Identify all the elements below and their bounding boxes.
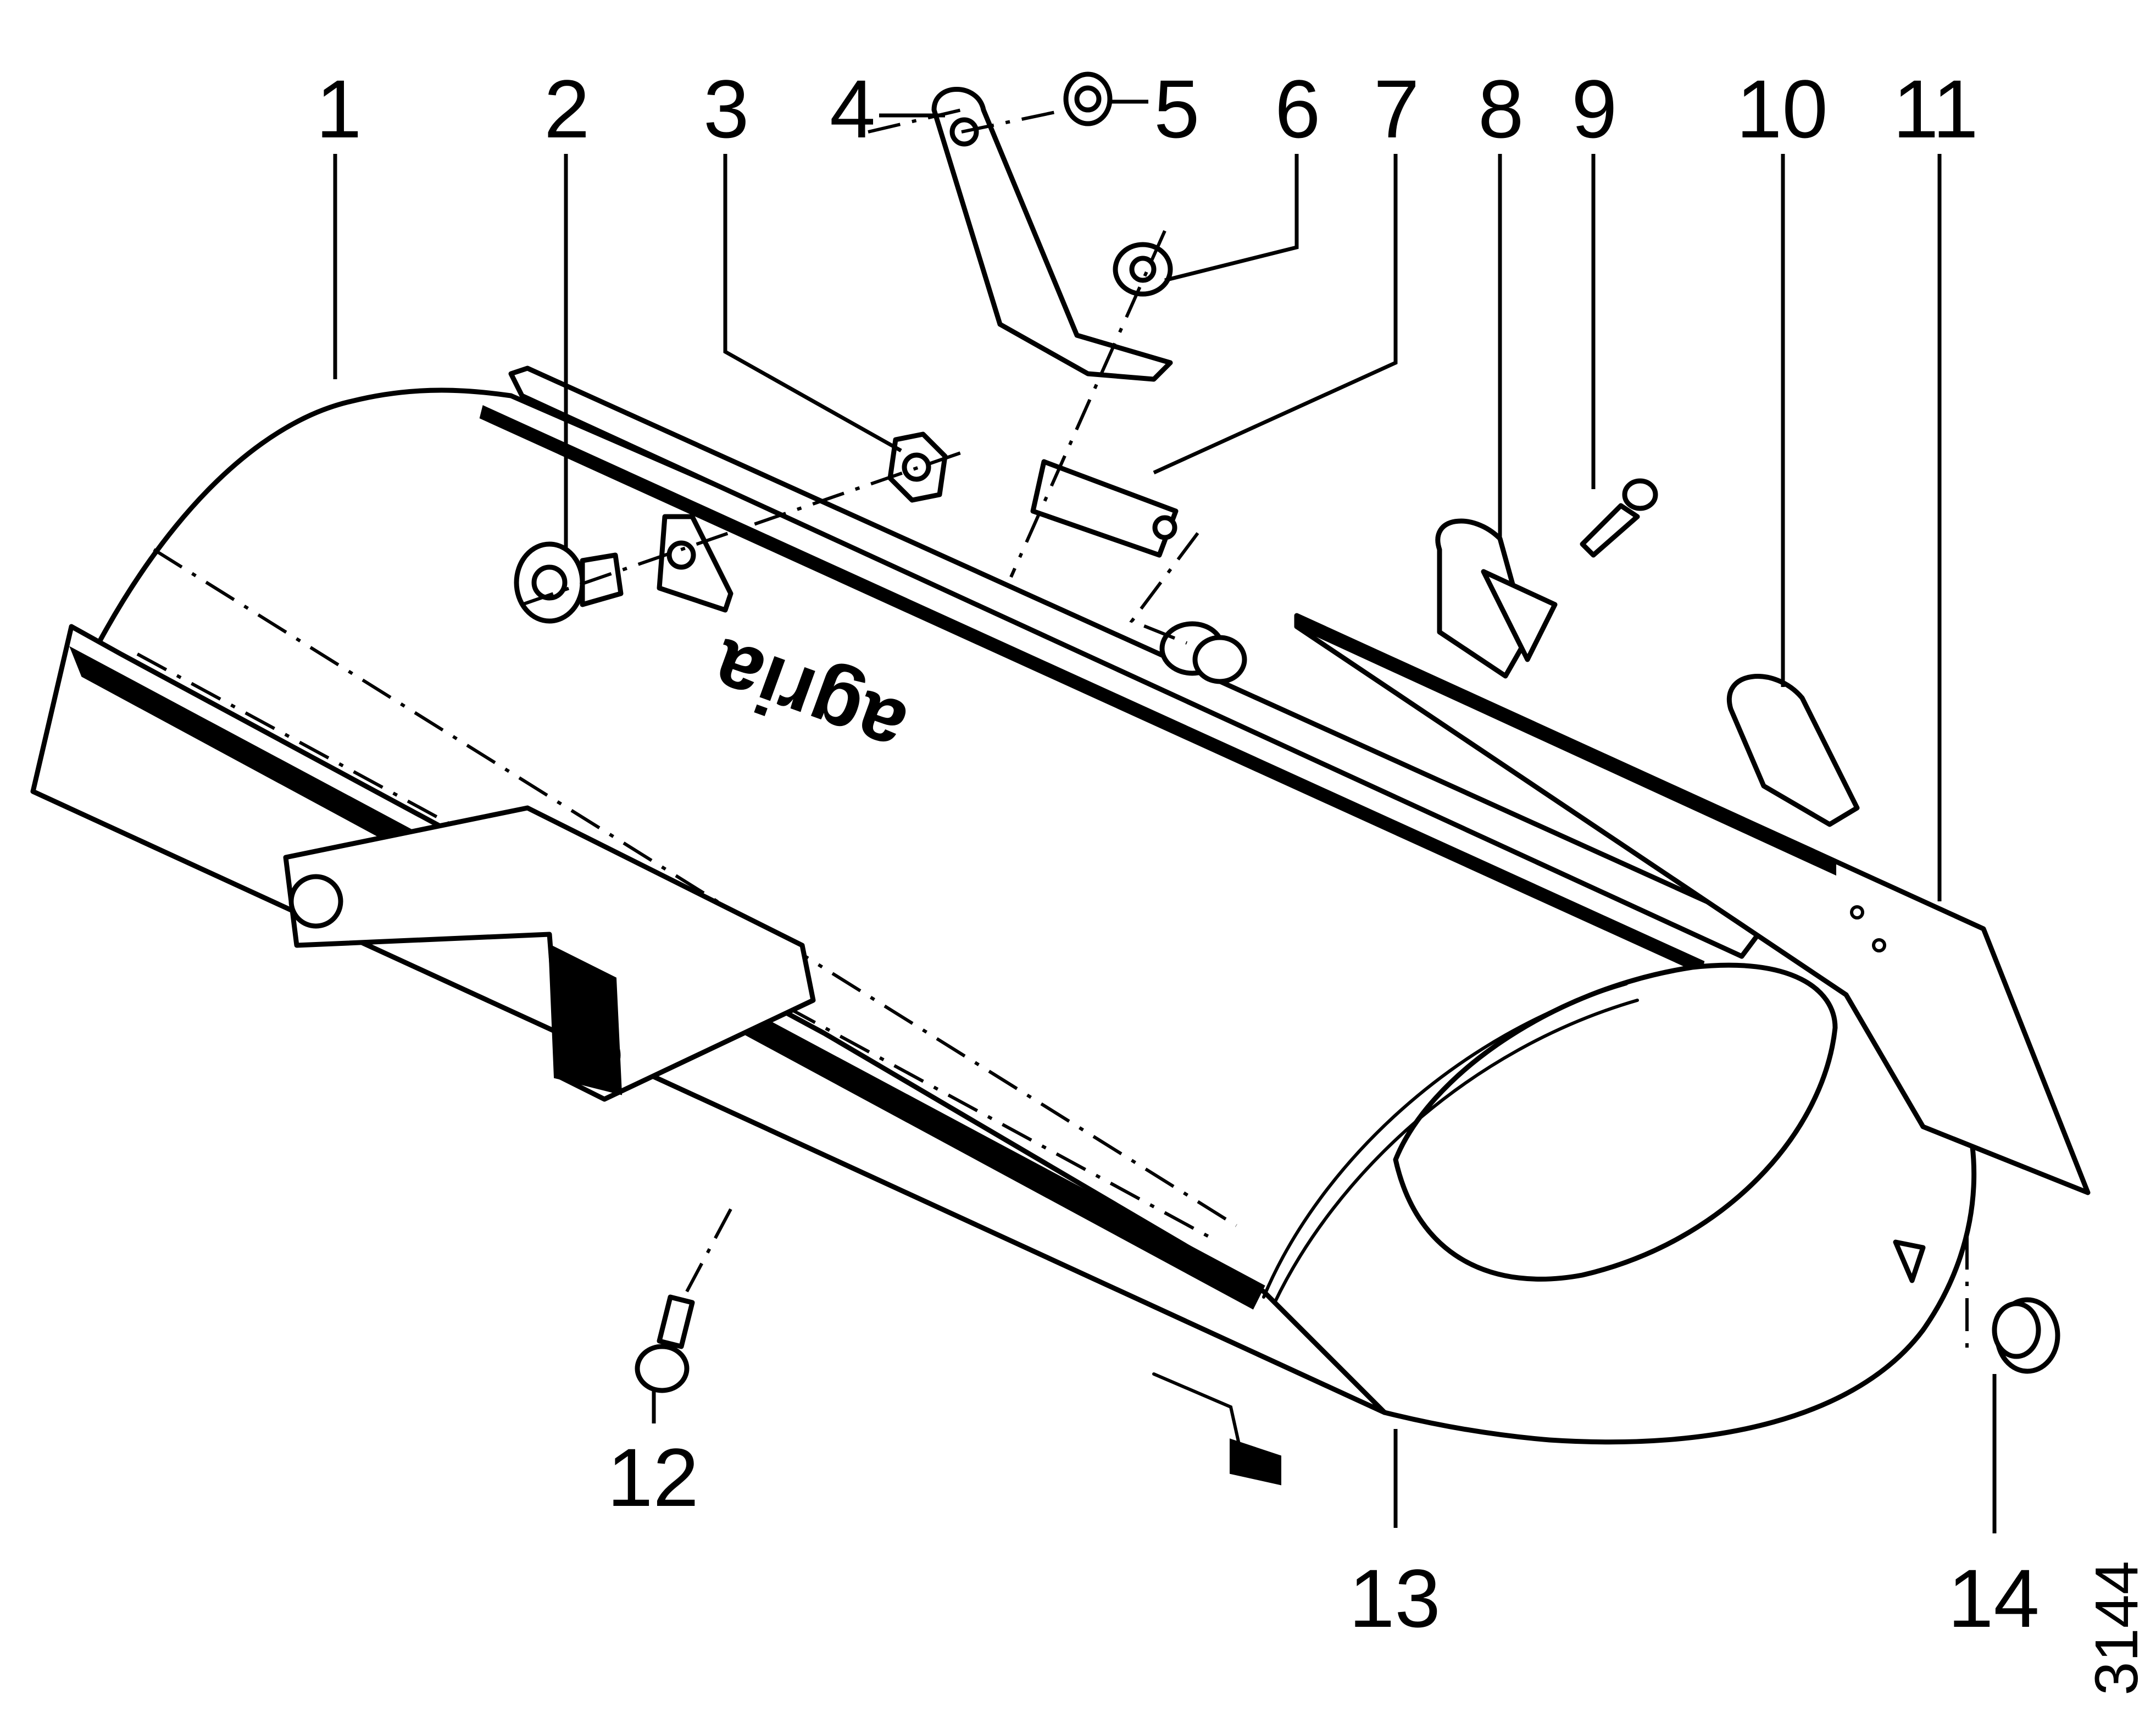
support-arm-part — [931, 87, 1173, 382]
callout-9: 9 — [1571, 63, 1617, 155]
hex-spacer-part — [1030, 459, 1179, 558]
leader-lines — [333, 99, 1997, 1533]
clamp-part-10 — [1727, 674, 1860, 827]
shield-plate — [1294, 613, 2091, 1195]
callout-14: 14 — [1948, 1552, 2040, 1644]
handle-bracket — [283, 805, 816, 1102]
screw-part-9 — [1580, 478, 1658, 558]
callout-8: 8 — [1478, 63, 1524, 155]
callout-labels: 1 2 3 4 5 6 7 8 9 10 11 12 13 14 — [316, 63, 2040, 1644]
callout-10: 10 — [1736, 63, 1828, 155]
plug-part-14 — [1992, 1297, 2060, 1374]
callout-12: 12 — [607, 1431, 699, 1523]
drawing-reference-number: 3144 — [2083, 1561, 2151, 1696]
lock-ring-part — [1063, 71, 1113, 126]
callout-13: 13 — [1349, 1552, 1441, 1644]
callout-6: 6 — [1275, 63, 1320, 155]
callout-3: 3 — [703, 63, 749, 155]
nut-assembly-part — [1159, 621, 1247, 684]
clamp-part-8 — [1435, 518, 1558, 679]
tab-bracket-part — [657, 514, 734, 613]
callout-2: 2 — [544, 63, 590, 155]
callout-7: 7 — [1374, 63, 1419, 155]
callout-5: 5 — [1154, 63, 1199, 155]
screw-part-12 — [635, 1294, 695, 1393]
callout-4: 4 — [830, 63, 875, 155]
small-nut-part — [1113, 242, 1173, 297]
callout-11: 11 — [1893, 63, 1979, 155]
callout-1: 1 — [316, 63, 362, 155]
hex-nut-part — [887, 431, 948, 503]
